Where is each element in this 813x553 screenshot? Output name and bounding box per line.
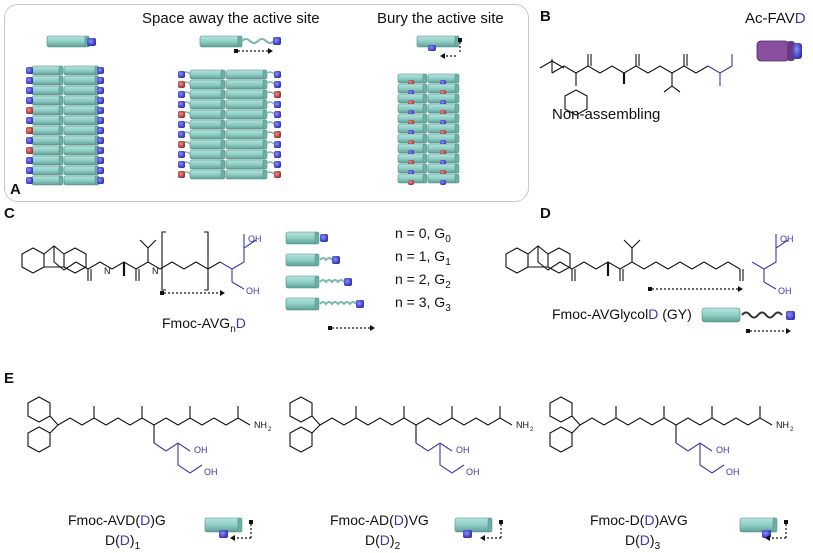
panel-c-structure: OH OH N N bbox=[21, 231, 262, 296]
head-icon bbox=[332, 256, 340, 264]
head-icon bbox=[320, 234, 328, 242]
compound-name: Fmoc-AD(D)VG bbox=[330, 512, 429, 528]
compound-name: Fmoc-D(D)AVG bbox=[590, 512, 688, 528]
panel-e-label: E bbox=[4, 370, 15, 387]
compound-short: D(D)2 bbox=[365, 532, 401, 552]
panel-a bbox=[4, 4, 529, 202]
stack-middle-rows bbox=[178, 69, 281, 180]
panel-b-name-highlight: D bbox=[794, 10, 806, 27]
atom-subscript: 2 bbox=[530, 427, 534, 433]
aspartate-branch bbox=[415, 442, 465, 474]
panel-a-label: A bbox=[10, 181, 21, 198]
panel-d-structure: OH OH bbox=[505, 234, 794, 296]
peptide-skeleton bbox=[289, 396, 513, 453]
panel-c-name: Fmoc-AVGnD bbox=[162, 315, 246, 335]
stack-right-rows bbox=[397, 73, 460, 185]
atom-oh: OH bbox=[466, 467, 480, 477]
atom-oh: OH bbox=[194, 445, 208, 455]
atom-n: N bbox=[152, 266, 159, 276]
panel-b-name-prefix: Ac-FAV bbox=[745, 10, 795, 27]
panel-c-label: C bbox=[4, 205, 15, 222]
panel-a-title-right: Bury the active site bbox=[377, 10, 504, 27]
cylinder-icon bbox=[454, 517, 503, 541]
panel-c-cylinder-series bbox=[285, 231, 375, 331]
monomer-a2 bbox=[199, 35, 281, 54]
atom-nh2: NH bbox=[516, 420, 529, 430]
panel-d-label: D bbox=[540, 205, 551, 222]
panel-b-structure bbox=[539, 54, 733, 116]
compound-short: D(D)1 bbox=[105, 532, 141, 552]
panel-c-name-prefix: Fmoc-AVG bbox=[162, 315, 231, 331]
atom-oh: OH bbox=[780, 234, 794, 244]
stack-left-rows bbox=[26, 65, 104, 186]
panel-c-arrow bbox=[160, 290, 225, 296]
panel-d-name-prefix: Fmoc-AVGlycol bbox=[552, 306, 649, 322]
panel-b-caption: Non-assembling bbox=[552, 106, 661, 123]
atom-subscript: 2 bbox=[790, 427, 794, 433]
series-item: n = 2, G2 bbox=[395, 271, 451, 291]
atom-oh: OH bbox=[246, 286, 260, 296]
atom-n: N bbox=[104, 266, 111, 276]
atom-oh: OH bbox=[248, 234, 262, 244]
atom-oh: OH bbox=[726, 467, 740, 477]
panel-d-name-suffix: (GY) bbox=[658, 306, 692, 322]
head-icon bbox=[344, 278, 352, 286]
compound-name: Fmoc-AVD(D)G bbox=[68, 512, 166, 528]
panel-b-label: B bbox=[540, 8, 551, 25]
compound-short: D(D)3 bbox=[625, 532, 661, 552]
panel-d-cylinder-icon bbox=[701, 307, 795, 334]
panel-b-name: Ac-FAVD bbox=[745, 10, 806, 27]
panel-e-cylinder-icons bbox=[204, 517, 788, 541]
panel-c-series-list: n = 0, G0 n = 1, G1 n = 2, G2 n = 3, G3 bbox=[395, 225, 451, 317]
panel-c-name-highlight: D bbox=[235, 315, 246, 331]
peptide-skeleton bbox=[549, 396, 773, 453]
panel-a-title-left: Space away the active site bbox=[142, 10, 320, 27]
cylinder-icon bbox=[739, 517, 788, 541]
atom-oh: OH bbox=[778, 286, 792, 296]
panel-d-arrow bbox=[648, 286, 743, 292]
panel-a-assembly-illustration bbox=[26, 35, 462, 186]
atom-oh: OH bbox=[204, 467, 218, 477]
monomer-a1 bbox=[46, 35, 96, 48]
panel-d-name-highlight: D bbox=[648, 306, 659, 322]
aspartate-branch bbox=[153, 442, 203, 474]
atom-oh: OH bbox=[716, 445, 730, 455]
atom-oh: OH bbox=[456, 445, 470, 455]
atom-nh2: NH bbox=[776, 420, 789, 430]
cylinder-icon bbox=[204, 517, 253, 541]
series-item: n = 3, G3 bbox=[395, 294, 451, 314]
panel-b-cylinder-icon bbox=[756, 40, 802, 62]
atom-nh2: NH bbox=[254, 420, 267, 430]
peptide-skeleton bbox=[27, 396, 251, 453]
head-icon bbox=[356, 300, 364, 308]
series-item: n = 0, G0 bbox=[395, 225, 451, 245]
panel-c-name-sub: n bbox=[230, 323, 236, 335]
series-item: n = 1, G1 bbox=[395, 248, 451, 268]
aspartate-branch bbox=[675, 442, 725, 474]
panel-d-name: Fmoc-AVGlycolD (GY) bbox=[552, 306, 692, 322]
monomer-a3 bbox=[416, 35, 462, 59]
atom-subscript: 2 bbox=[268, 427, 272, 433]
